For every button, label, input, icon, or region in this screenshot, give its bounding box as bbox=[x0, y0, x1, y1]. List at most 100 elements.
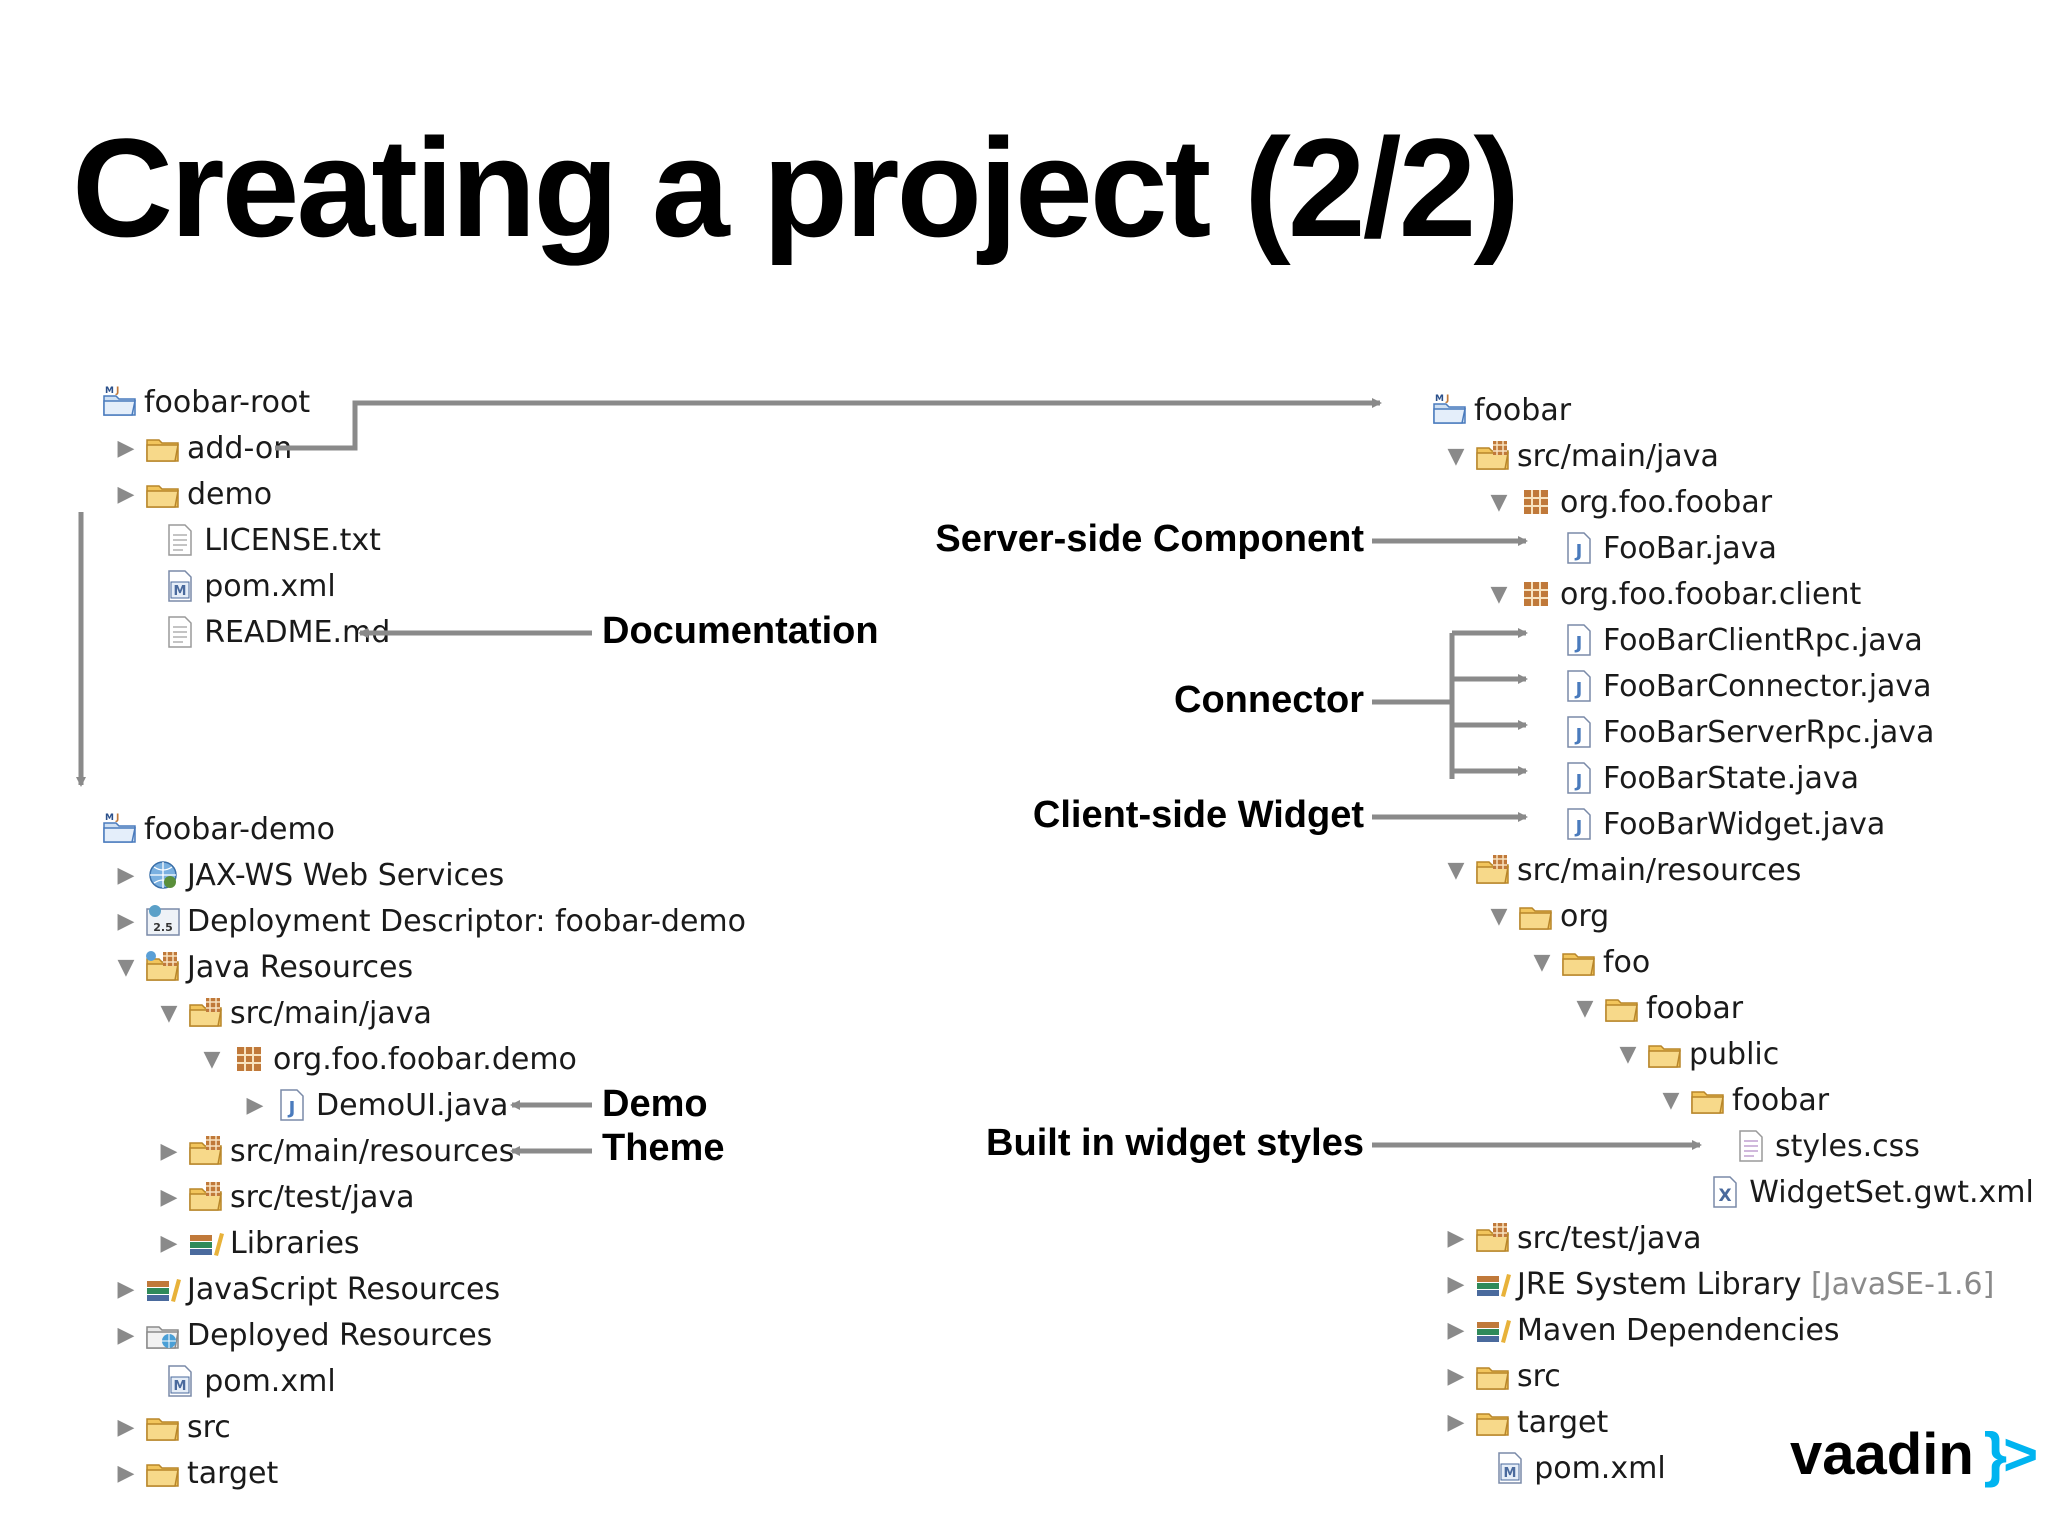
tree-node[interactable]: ▼org.foo.foobar bbox=[1486, 479, 1773, 525]
expanded-triangle-icon[interactable]: ▼ bbox=[203, 1046, 221, 1072]
tree-node[interactable]: ▼src/main/java bbox=[1443, 433, 1719, 479]
tree-node[interactable]: ▶Libraries bbox=[156, 1220, 360, 1266]
expanded-triangle-icon[interactable]: ▼ bbox=[1447, 857, 1465, 883]
folder-icon bbox=[143, 474, 183, 514]
callout-demo: Demo bbox=[602, 1083, 708, 1125]
tree-node[interactable]: ▶JavaScript Resources bbox=[113, 1266, 501, 1312]
tree-node[interactable]: ▶ add-on bbox=[113, 425, 293, 471]
tree-node[interactable]: ▼org.foo.foobar.demo bbox=[199, 1036, 577, 1082]
expanded-triangle-icon[interactable]: ▼ bbox=[1619, 1041, 1637, 1067]
collapsed-triangle-icon[interactable]: ▶ bbox=[1447, 1363, 1465, 1389]
collapsed-triangle-icon[interactable]: ▶ bbox=[117, 1276, 135, 1302]
tree-node[interactable]: ▼foo bbox=[1529, 939, 1651, 985]
tree-node[interactable]: ▶src/test/java bbox=[1443, 1215, 1702, 1261]
tree-node[interactable]: ▶LICENSE.txt bbox=[130, 517, 381, 563]
tree-node[interactable]: ▶ target bbox=[113, 1450, 279, 1496]
tree-node[interactable]: ▶JAX-WS Web Services bbox=[113, 852, 505, 898]
tree-node-label: target bbox=[187, 1455, 279, 1491]
expanded-triangle-icon[interactable]: ▼ bbox=[1490, 903, 1508, 929]
collapsed-triangle-icon[interactable]: ▶ bbox=[117, 1322, 135, 1348]
expanded-triangle-icon[interactable]: ▼ bbox=[1576, 995, 1594, 1021]
expanded-triangle-icon[interactable]: ▼ bbox=[1490, 581, 1508, 607]
tree-node-label: add-on bbox=[187, 430, 293, 466]
collapsed-triangle-icon[interactable]: ▶ bbox=[246, 1092, 264, 1118]
collapsed-triangle-icon[interactable]: ▶ bbox=[117, 862, 135, 888]
tree-node[interactable]: ▼org bbox=[1486, 893, 1610, 939]
xml-file-icon: X bbox=[1705, 1172, 1745, 1212]
tree-node[interactable]: ▼ src/main/resources bbox=[1443, 847, 1802, 893]
tree-node[interactable]: ▶src bbox=[1443, 1353, 1561, 1399]
folder-icon bbox=[1645, 1034, 1685, 1074]
tree-node[interactable]: ▶src/test/java bbox=[156, 1174, 415, 1220]
svg-text:X: X bbox=[1719, 1186, 1732, 1206]
collapsed-triangle-icon[interactable]: ▶ bbox=[160, 1184, 178, 1210]
svg-text:J: J bbox=[1574, 541, 1583, 562]
tree-node[interactable]: ▼Java Resources bbox=[113, 944, 414, 990]
svg-text:J: J bbox=[1574, 679, 1583, 700]
tree-node[interactable]: ▶src bbox=[113, 1404, 231, 1450]
svg-text:J: J bbox=[287, 1098, 296, 1119]
tree-node-label: FooBarClientRpc.java bbox=[1603, 622, 1923, 658]
tree-node[interactable]: ▶styles.css bbox=[1701, 1123, 1920, 1169]
tree-node[interactable]: ▶target bbox=[1443, 1399, 1609, 1445]
tree-node[interactable]: ▶demo bbox=[113, 471, 273, 517]
tree-node[interactable]: ▼foobar bbox=[1658, 1077, 1830, 1123]
collapsed-triangle-icon[interactable]: ▶ bbox=[160, 1230, 178, 1256]
collapsed-triangle-icon[interactable]: ▶ bbox=[117, 435, 135, 461]
tree-node[interactable]: ▼ foobar bbox=[1572, 985, 1744, 1031]
expanded-triangle-icon[interactable]: ▼ bbox=[160, 1000, 178, 1026]
callout-client-side-widget: Client-side Widget bbox=[1032, 794, 1364, 836]
tree-node[interactable]: ▼src/main/java bbox=[156, 990, 432, 1036]
descriptor-icon: 2.5 bbox=[143, 901, 183, 941]
collapsed-triangle-icon[interactable]: ▶ bbox=[117, 1414, 135, 1440]
tree-node-label: pom.xml bbox=[204, 1363, 336, 1399]
tree-node-label: src/main/resources bbox=[1517, 852, 1802, 888]
tree-node[interactable]: ▶src/main/resources bbox=[156, 1128, 515, 1174]
expanded-triangle-icon[interactable]: ▼ bbox=[1533, 949, 1551, 975]
collapsed-triangle-icon[interactable]: ▶ bbox=[117, 1460, 135, 1486]
svg-text:2.5: 2.5 bbox=[153, 921, 173, 934]
collapsed-triangle-icon[interactable]: ▶ bbox=[117, 908, 135, 934]
tree-node-label: Deployment Descriptor: foobar-demo bbox=[187, 903, 747, 939]
tree-node-label: Deployed Resources bbox=[187, 1317, 493, 1353]
source-folder-icon bbox=[1473, 1218, 1513, 1258]
svg-text:M: M bbox=[105, 386, 114, 396]
folder-icon bbox=[1602, 988, 1642, 1028]
tree-node[interactable]: ▶JRE System Library [JavaSE-1.6] bbox=[1443, 1261, 1995, 1307]
expanded-triangle-icon[interactable]: ▼ bbox=[1490, 489, 1508, 515]
expanded-triangle-icon[interactable]: ▼ bbox=[1447, 443, 1465, 469]
tree-node[interactable]: ▼org.foo.foobar.client bbox=[1486, 571, 1862, 617]
tree-node-label: foobar bbox=[1646, 990, 1744, 1026]
svg-text:J: J bbox=[1574, 725, 1583, 746]
tree-node[interactable]: ▶Maven Dependencies bbox=[1443, 1307, 1840, 1353]
collapsed-triangle-icon[interactable]: ▶ bbox=[1447, 1225, 1465, 1251]
tree-node-label: pom.xml bbox=[1534, 1450, 1666, 1486]
collapsed-triangle-icon[interactable]: ▶ bbox=[1447, 1271, 1465, 1297]
tree-node[interactable]: ▶ Deployed Resources bbox=[113, 1312, 493, 1358]
tree-node[interactable]: ▶README.md bbox=[130, 609, 390, 655]
tree-node[interactable]: ▶ 2.5 Deployment Descriptor: foobar-demo bbox=[113, 898, 746, 944]
expanded-triangle-icon[interactable]: ▼ bbox=[117, 954, 135, 980]
tree-node[interactable]: ▼public bbox=[1615, 1031, 1780, 1077]
folder-icon bbox=[1473, 1402, 1513, 1442]
tree-node-label: FooBarWidget.java bbox=[1603, 806, 1886, 842]
collapsed-triangle-icon[interactable]: ▶ bbox=[1447, 1317, 1465, 1343]
collapsed-triangle-icon[interactable]: ▶ bbox=[1447, 1409, 1465, 1435]
expanded-triangle-icon[interactable]: ▼ bbox=[1662, 1087, 1680, 1113]
collapsed-triangle-icon[interactable]: ▶ bbox=[117, 481, 135, 507]
collapsed-triangle-icon[interactable]: ▶ bbox=[160, 1138, 178, 1164]
